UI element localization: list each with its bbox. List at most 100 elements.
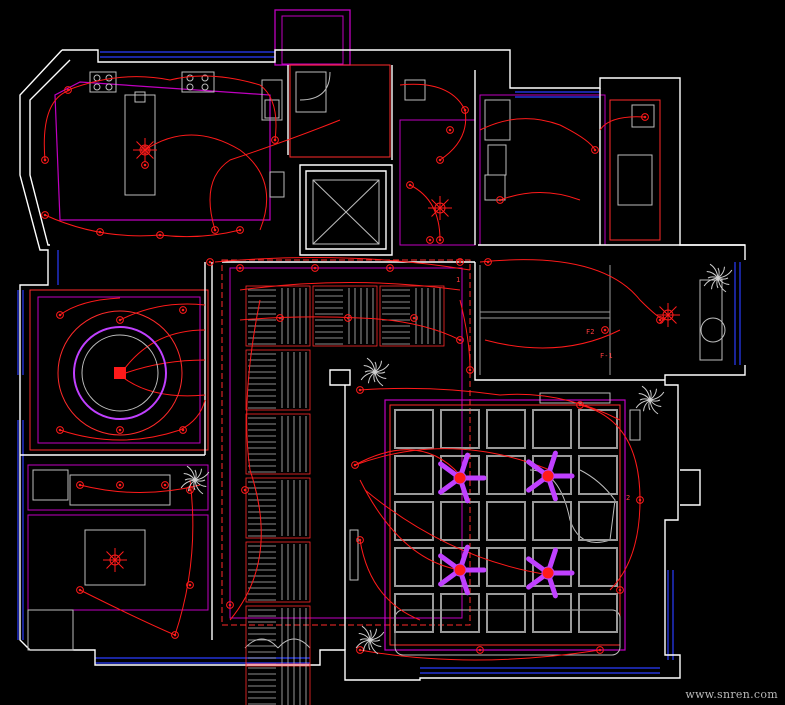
device-dot <box>243 488 247 492</box>
plant-leaf <box>363 639 371 652</box>
device-dot <box>643 115 647 119</box>
device-ring <box>461 106 469 114</box>
ceiling-fan <box>438 544 487 596</box>
device-ring <box>96 228 104 236</box>
dining-table <box>57 310 183 436</box>
device-marker <box>436 236 444 244</box>
coffer-cell <box>578 547 618 587</box>
device-ring <box>311 264 319 272</box>
parquet-tile <box>312 285 378 347</box>
plant-leaf <box>639 398 651 401</box>
device-ring <box>496 196 504 204</box>
device-dot <box>273 138 277 142</box>
device-marker <box>206 258 214 266</box>
plant-leaf <box>368 639 371 651</box>
device-ring <box>56 311 64 319</box>
device-ring <box>456 258 464 266</box>
device-dot <box>438 238 442 242</box>
parquet-tile <box>245 413 311 475</box>
plant-leaf <box>707 276 719 279</box>
device-ring <box>356 386 364 394</box>
chandelier-arm <box>439 199 449 209</box>
device-dot <box>238 228 242 232</box>
coffer-cell <box>440 409 480 449</box>
device-ring <box>161 481 169 489</box>
device-marker <box>211 226 219 234</box>
device-dot <box>158 233 162 237</box>
device-marker <box>56 311 64 319</box>
chandelier-ring <box>109 554 121 566</box>
device-marker <box>236 226 244 234</box>
device-ring <box>64 86 72 94</box>
device-ring <box>41 211 49 219</box>
device-dot <box>603 328 607 332</box>
plant-leaf <box>369 639 382 647</box>
coffer-cell <box>440 547 480 587</box>
plant-leaf <box>358 633 371 641</box>
device-dot <box>143 163 147 167</box>
board-label-f2: F2 <box>586 328 594 336</box>
device-marker <box>456 258 464 266</box>
electrical-devices <box>41 86 680 654</box>
device-marker <box>601 326 609 334</box>
plant-leaf <box>186 465 196 481</box>
chandelier-arm <box>667 314 677 324</box>
device-ring <box>591 146 599 154</box>
device-marker <box>76 586 84 594</box>
fixtures <box>27 71 726 656</box>
device-ring <box>596 646 604 654</box>
device-dot <box>388 266 392 270</box>
device-ring <box>351 461 359 469</box>
device-ring <box>410 314 418 322</box>
plant-leaf <box>374 361 377 373</box>
chandelier-arm <box>106 551 116 561</box>
plant-leaf <box>361 625 371 641</box>
device-marker <box>179 306 187 314</box>
device-dot <box>463 108 467 112</box>
device-ring <box>56 426 64 434</box>
device-marker <box>356 536 364 544</box>
plant-leaf <box>184 478 196 481</box>
plant-leaf <box>706 271 719 279</box>
plant-leaf <box>374 371 387 379</box>
device-marker <box>406 181 414 189</box>
device-marker <box>351 461 359 469</box>
coffer-cell <box>440 593 480 633</box>
ceiling-fan <box>526 547 575 599</box>
coffer-cell <box>394 593 434 633</box>
device-ring <box>426 236 434 244</box>
device-dot <box>278 316 282 320</box>
chandelier-marker <box>656 303 680 327</box>
device-dot <box>578 403 582 407</box>
ceiling-fan <box>526 450 575 502</box>
plant-leaf <box>194 479 204 495</box>
coffer-cell <box>486 593 526 633</box>
device-dot <box>181 428 185 432</box>
device-dot <box>213 228 217 232</box>
plant-leaf <box>369 629 372 641</box>
device-marker <box>591 146 599 154</box>
device-marker <box>456 336 464 344</box>
device-ring <box>116 481 124 489</box>
chandelier-arm <box>431 207 441 217</box>
device-marker <box>141 161 149 169</box>
plant-leaf <box>194 468 202 481</box>
coffer-cell <box>486 547 526 587</box>
chandelier-arm <box>667 306 677 316</box>
device-ring <box>236 264 244 272</box>
device-marker <box>356 386 364 394</box>
device-dot <box>43 213 47 217</box>
watermark: www.snren.com <box>685 688 778 701</box>
device-marker <box>436 156 444 164</box>
plant-leaf <box>369 639 379 655</box>
plant-leaf <box>709 263 719 279</box>
mark-label-2: 2 <box>626 494 630 502</box>
device-dot <box>66 88 70 92</box>
device-ring <box>186 581 194 589</box>
plant-leaf <box>369 631 385 641</box>
device-dot <box>458 338 462 342</box>
device-dot <box>618 588 622 592</box>
device-dot <box>188 488 192 492</box>
chandelier-marker <box>133 138 157 162</box>
device-ring <box>641 113 649 121</box>
